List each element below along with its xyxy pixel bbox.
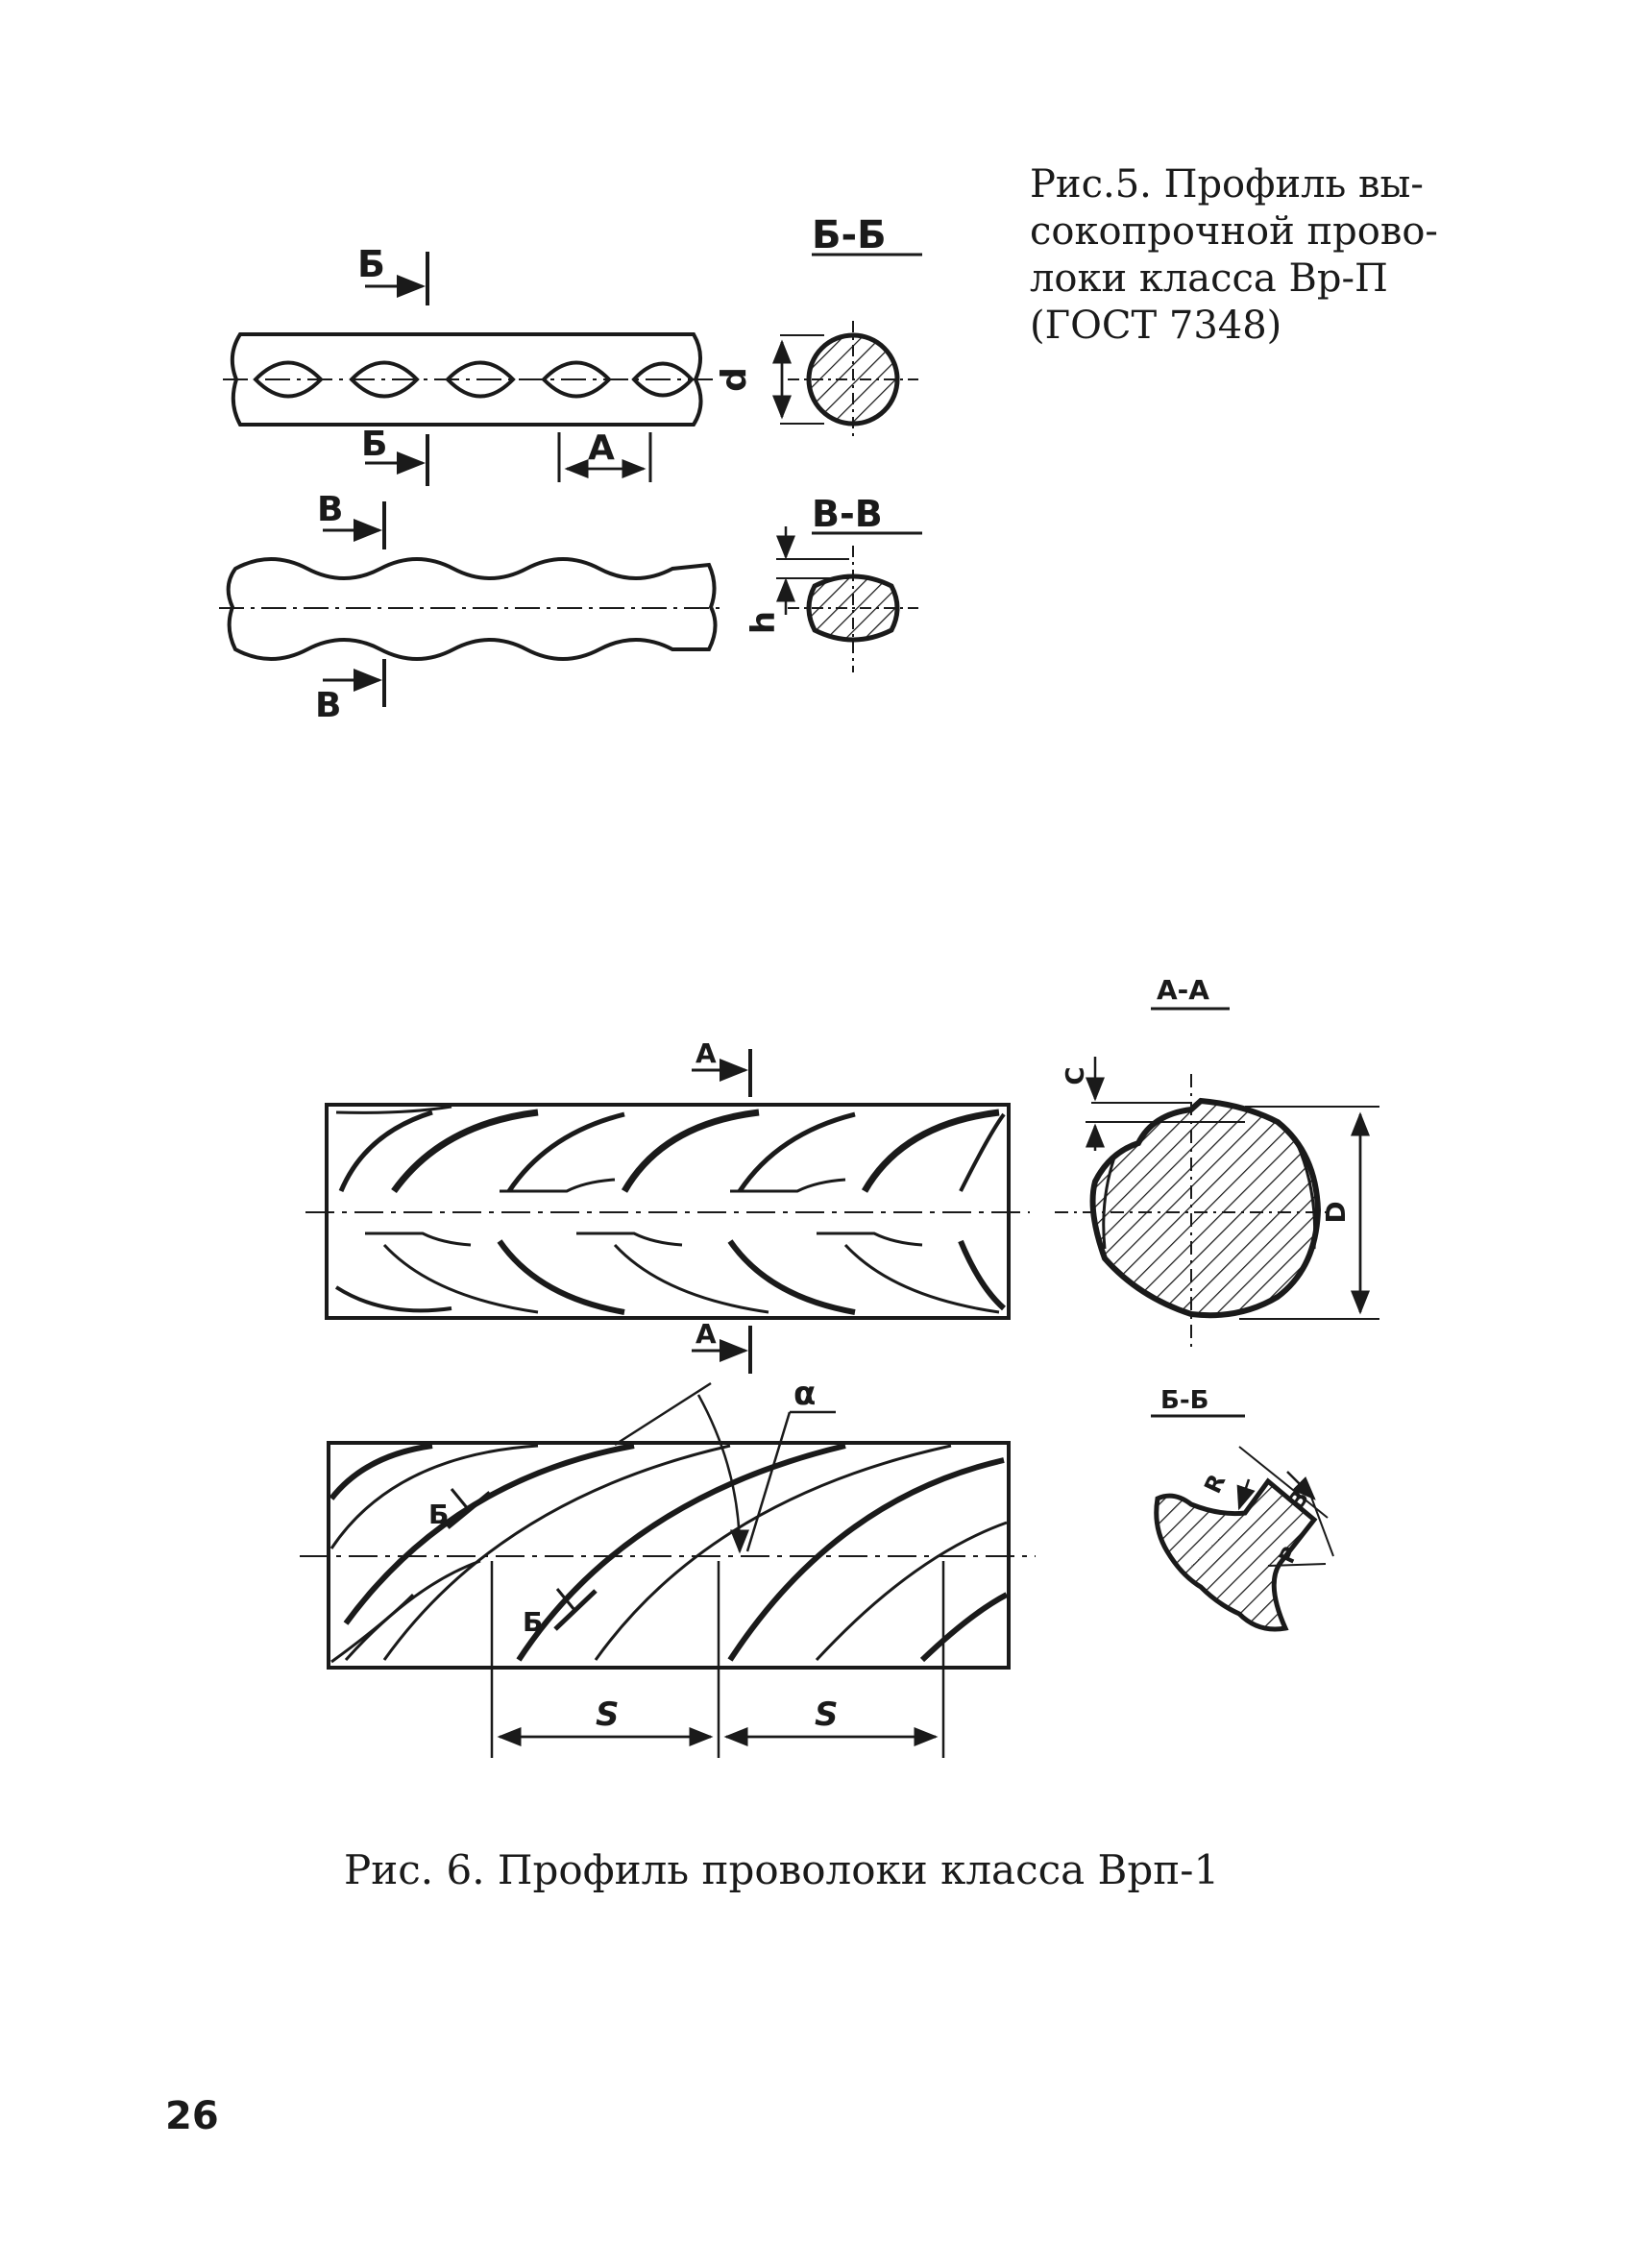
fig5-label-cut-v-bottom: В [315, 686, 341, 725]
fig6-label-aa: А-А [1157, 974, 1209, 1006]
fig6-section-bb [1151, 1414, 1334, 1632]
fig6-pitch-dimension [490, 1561, 945, 1758]
fig5-cut-b-bottom [365, 434, 429, 486]
fig5-wire-dented-view [223, 332, 719, 427]
fig6-cut-b-lower [553, 1588, 598, 1631]
fig6-label-radius: R [1199, 1470, 1231, 1498]
fig5-label-pitch: A [588, 428, 615, 468]
fig5-caption-line: (ГОСТ 7348) [1030, 304, 1282, 348]
fig5-drawing [219, 252, 922, 707]
fig5-caption-line: локи класса Вр-П [1030, 256, 1388, 301]
fig5-section-vv [776, 526, 922, 672]
fig6-label-pitch-right: S [815, 1695, 839, 1734]
fig6-label-pitch-left: S [596, 1695, 620, 1734]
fig6-label-cut-a-bottom: А [695, 1318, 717, 1350]
fig6-drawing [300, 1007, 1379, 1758]
fig6-label-diameter: D [1320, 1201, 1352, 1223]
page-number: 26 [165, 2094, 219, 2138]
fig6-label-cut-b-lower: Б [523, 1606, 543, 1638]
fig5-label-cut-b-bottom: Б [361, 425, 387, 464]
fig5-cut-v-bottom [323, 659, 386, 707]
fig5-cut-v-top [323, 501, 386, 549]
fig5-label-cut-b-top: Б [357, 243, 385, 285]
fig6-cut-a-top [692, 1049, 752, 1097]
fig6-wire-helical-view [300, 1441, 1036, 1670]
fig6-label-cut-a-top: А [695, 1037, 717, 1069]
fig5-section-bb [772, 253, 922, 438]
fig5-caption-line: сокопрочной прово- [1030, 209, 1438, 254]
fig5-cut-b-top [365, 252, 429, 305]
fig6-wire-top-view [305, 1103, 1030, 1320]
fig5-caption: Рис.5. Профиль вы- сокопрочной прово- ло… [1030, 161, 1438, 350]
fig5-pitch-dimension [557, 432, 652, 482]
fig5-caption-line: Рис.5. Профиль вы- [1030, 162, 1424, 207]
fig5-label-vv: В-В [812, 493, 883, 535]
fig6-cut-a-bottom [692, 1326, 752, 1374]
fig6-cut-b-upper [446, 1488, 492, 1529]
fig5-label-depth: h [744, 611, 783, 634]
fig5-label-bb: Б-Б [812, 213, 887, 257]
fig6-label-alpha: α [793, 1375, 816, 1413]
fig5-label-diameter: d [715, 367, 754, 392]
fig5-wire-wavy-view [219, 557, 720, 661]
fig6-label-cut-b-upper: Б [428, 1499, 449, 1530]
fig6-label-bb: Б-Б [1160, 1386, 1208, 1415]
fig5-label-cut-v-top: В [317, 490, 343, 529]
fig6-label-rib-height: C [1062, 1066, 1090, 1085]
fig6-angle-alpha [614, 1381, 836, 1554]
fig6-section-aa [1055, 1007, 1379, 1349]
fig6-caption: Рис. 6. Профиль проволоки класса Врп-1 [344, 1846, 1220, 1893]
